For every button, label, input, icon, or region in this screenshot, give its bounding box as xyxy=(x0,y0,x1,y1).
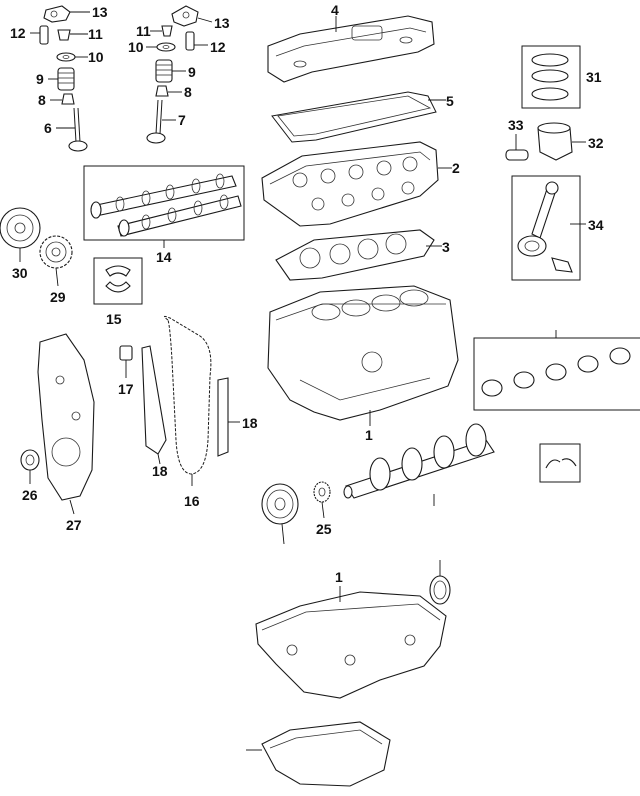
piston-rings xyxy=(521,45,581,109)
callout-21: 26 xyxy=(22,487,38,503)
callout-10a: 10 xyxy=(88,49,104,65)
callout-20: 27 xyxy=(66,517,82,533)
callout-1: 1 xyxy=(365,427,373,443)
rear-seal xyxy=(429,560,451,605)
callout-5: 5 xyxy=(446,93,454,109)
callout-2: 2 xyxy=(452,160,460,176)
cylinder-head xyxy=(261,141,452,227)
callout-17: 17 xyxy=(118,381,134,397)
callout-3: 3 xyxy=(442,239,450,255)
engine-block xyxy=(267,285,459,426)
callout-11a: 11 xyxy=(88,26,103,42)
connecting-rod xyxy=(511,175,586,281)
callout-26: 33 xyxy=(508,117,524,133)
callout-13a: 13 xyxy=(92,4,108,20)
callout-27: 34 xyxy=(588,217,604,233)
callout-9b: 9 xyxy=(188,64,196,80)
oil-pan-upper xyxy=(255,586,447,699)
timing-chain xyxy=(164,315,212,486)
chain-guides xyxy=(141,345,240,465)
camshaft-assembly xyxy=(83,165,245,248)
cam-bearing-box xyxy=(93,257,143,305)
valve-cover-gasket xyxy=(271,91,446,143)
callout-12b: 12 xyxy=(210,39,226,55)
callout-6: 6 xyxy=(44,120,52,136)
valve-train-right xyxy=(146,5,213,144)
head-gasket xyxy=(275,229,442,281)
chain-tensioner xyxy=(119,345,133,378)
callout-18a: 18 xyxy=(152,463,168,479)
callout-8b: 8 xyxy=(184,84,192,100)
callout-13b: 13 xyxy=(214,15,230,31)
callout-23: 30 xyxy=(12,265,28,281)
callout-25: 32 xyxy=(588,135,604,151)
main-bearings xyxy=(473,330,640,411)
callout-19: 25 xyxy=(316,521,332,537)
front-seal xyxy=(20,449,40,484)
callout-14: 14 xyxy=(156,249,172,265)
callout-24: 31 xyxy=(586,69,602,85)
valve-cover xyxy=(267,15,435,83)
crank-sprocket xyxy=(313,481,331,519)
valve-train-left xyxy=(30,5,90,152)
callout-22: 29 xyxy=(50,289,66,305)
callout-12a: 12 xyxy=(10,25,26,41)
callout-4: 4 xyxy=(331,2,339,18)
callout-9a: 9 xyxy=(36,71,44,87)
callout-8a: 8 xyxy=(38,92,46,108)
oil-pan-lower xyxy=(246,721,391,787)
thrust-washers xyxy=(539,443,581,483)
timing-cover xyxy=(37,333,95,515)
crankshaft xyxy=(343,423,495,506)
callout-15: 15 xyxy=(106,311,122,327)
callout-10b: 10 xyxy=(128,39,144,55)
callout-1b: 1 xyxy=(335,569,343,585)
callout-16: 16 xyxy=(184,493,200,509)
callout-11b: 11 xyxy=(136,23,151,39)
piston xyxy=(505,122,586,161)
crank-pulley xyxy=(261,483,299,545)
callout-7: 7 xyxy=(178,112,186,128)
cam-gears xyxy=(0,207,73,287)
callout-18b: 18 xyxy=(242,415,258,431)
